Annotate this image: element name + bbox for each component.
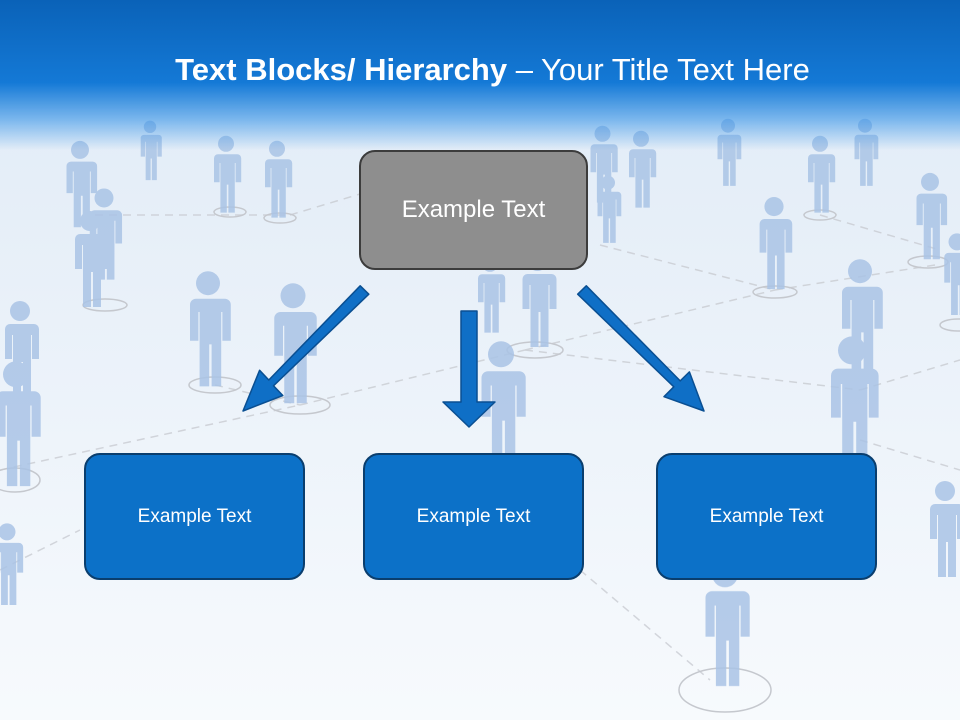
child-box-right: Example Text bbox=[656, 453, 877, 580]
top-level-box: Example Text bbox=[359, 150, 588, 270]
child-box-label: Example Text bbox=[416, 505, 531, 527]
top-box-label: Example Text bbox=[401, 196, 546, 223]
title-rest: – Your Title Text Here bbox=[507, 52, 810, 87]
child-box-label: Example Text bbox=[137, 505, 252, 527]
child-box-label: Example Text bbox=[709, 505, 824, 527]
child-box-center: Example Text bbox=[363, 453, 584, 580]
child-box-left: Example Text bbox=[84, 453, 305, 580]
slide-title: Text Blocks/ Hierarchy – Your Title Text… bbox=[0, 52, 960, 88]
title-banner: Text Blocks/ Hierarchy – Your Title Text… bbox=[0, 0, 960, 150]
title-bold: Text Blocks/ Hierarchy bbox=[175, 52, 508, 87]
